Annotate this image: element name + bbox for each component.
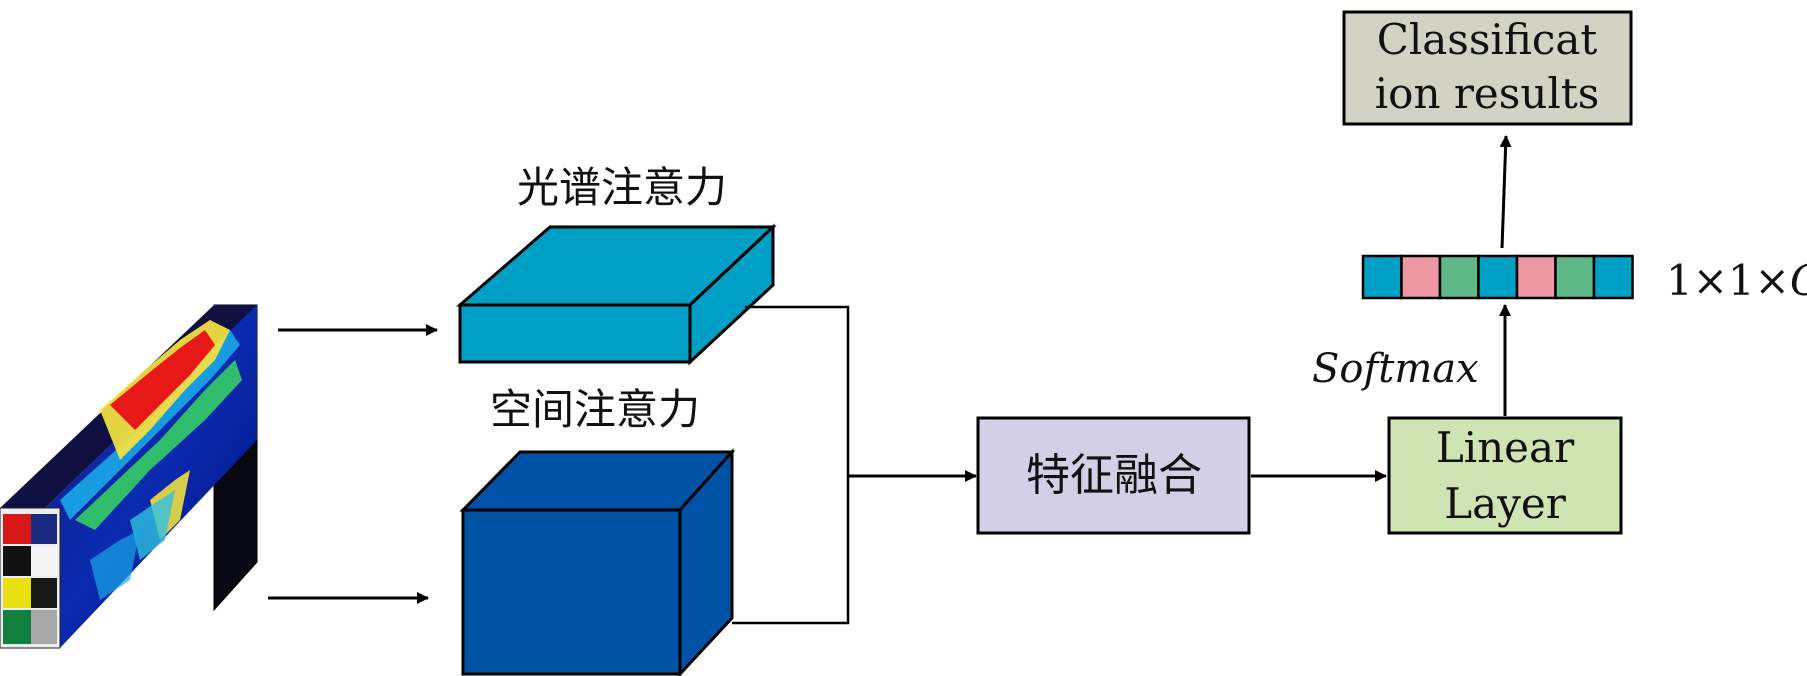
output-vector — [1361, 254, 1634, 300]
classification-label-line1: Classificat — [1377, 15, 1598, 64]
feature-fusion-box — [976, 416, 1251, 535]
spectral-attention-label: 光谱注意力 — [517, 163, 727, 212]
spatial-attention-cube — [459, 448, 736, 676]
hyperspectral-input-cube — [0, 304, 258, 649]
feature-fusion-label: 特征融合 — [1026, 450, 1202, 501]
output-dim-c: C — [1790, 256, 1807, 305]
spatial-attention-label: 空间注意力 — [490, 385, 700, 434]
classification-results-box — [1342, 10, 1633, 126]
classification-label-line2: ion results — [1375, 69, 1600, 118]
output-dimension-label: 1×1×C — [1666, 256, 1807, 305]
vector-cell-green — [1438, 254, 1480, 300]
vector-cell-pink — [1515, 254, 1557, 300]
connector-attention-merge — [732, 305, 850, 625]
vector-cell-green — [1554, 254, 1596, 300]
arrow-vector-to-classification — [1499, 135, 1512, 249]
vector-cell-teal — [1361, 254, 1403, 300]
linear-layer-label-line2: Layer — [1444, 479, 1567, 528]
vector-cell-teal — [1592, 254, 1634, 300]
spectral-attention-cube — [455, 223, 777, 366]
vector-cell-teal — [1477, 254, 1519, 300]
linear-layer-box — [1387, 416, 1623, 535]
output-dim-text: 1×1× — [1666, 256, 1790, 305]
linear-layer-label-line1: Linear — [1436, 423, 1575, 472]
softmax-label: Softmax — [1312, 346, 1479, 392]
vector-cell-pink — [1400, 254, 1442, 300]
